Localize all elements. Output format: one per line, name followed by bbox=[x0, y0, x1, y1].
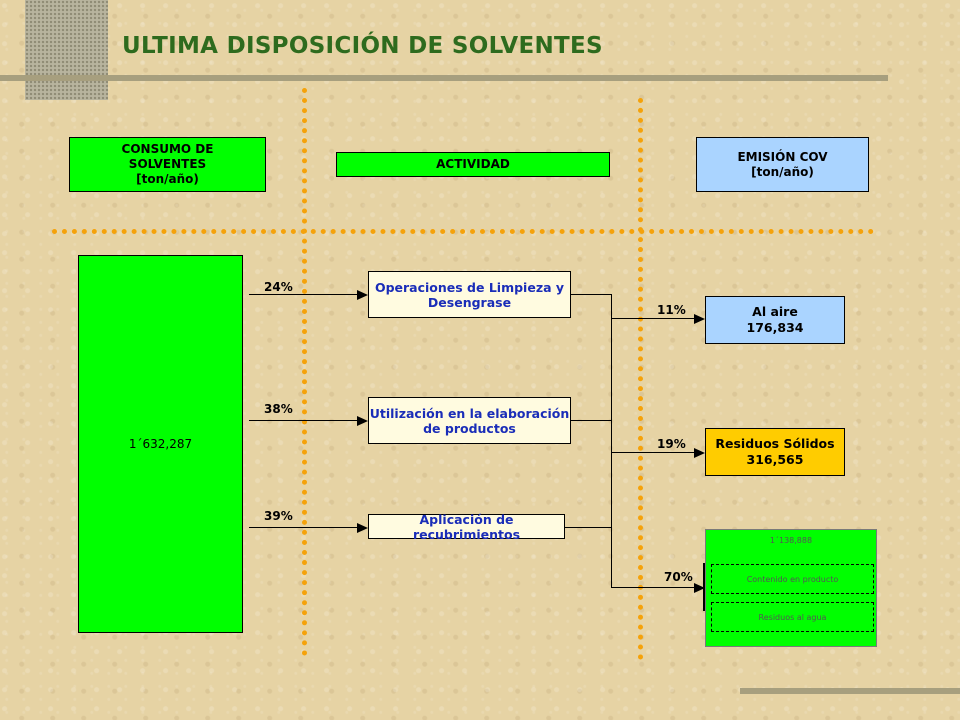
header-consumo-box: CONSUMO DE SOLVENTES [ton/año) bbox=[69, 137, 266, 192]
water-waste-label: Residuos al agua bbox=[758, 612, 827, 622]
emission-2-percent: 19% bbox=[657, 437, 686, 451]
header-emision-line2: [ton/año) bbox=[751, 164, 814, 179]
header-actividad-label: ACTIVIDAD bbox=[436, 157, 510, 171]
activity-1-label-line2: Desengrase bbox=[427, 294, 512, 310]
emission-3-arrow-line bbox=[611, 587, 695, 588]
emission-air-label: Al aire bbox=[752, 304, 798, 319]
collector-line-1 bbox=[571, 294, 612, 295]
header-consumo-line3: [ton/año) bbox=[136, 172, 199, 186]
emission-air-box: Al aire 176,834 bbox=[705, 296, 845, 344]
emission-solid-waste-box: Residuos Sólidos 316,565 bbox=[705, 428, 845, 476]
emission-1-arrowhead bbox=[694, 314, 705, 324]
activity-1-arrow-line bbox=[249, 294, 358, 295]
header-emision-box: EMISIÓN COV [ton/año) bbox=[696, 137, 869, 192]
column-separator-right bbox=[638, 98, 643, 660]
emission-product-water-box: 1´138,888 Contenido en producto Residuos… bbox=[705, 529, 877, 647]
emission-solid-waste-label: Residuos Sólidos bbox=[715, 436, 835, 451]
page-title: ULTIMA DISPOSICIÓN DE SOLVENTES bbox=[122, 33, 603, 59]
emission-3-percent: 70% bbox=[664, 570, 693, 584]
header-consumo-line2: SOLVENTES bbox=[128, 157, 207, 171]
activity-2-arrowhead bbox=[357, 416, 368, 426]
emission-1-arrow-line bbox=[611, 318, 695, 319]
activity-1-arrowhead bbox=[357, 290, 368, 300]
header-consumo-line1: CONSUMO DE bbox=[121, 142, 214, 156]
header-actividad-box: ACTIVIDAD bbox=[336, 152, 610, 177]
activity-1-percent: 24% bbox=[264, 280, 293, 294]
emission-3-bracket bbox=[703, 563, 705, 611]
total-consumption-box: 1´632,287 bbox=[78, 255, 243, 633]
header-emision-line1: EMISIÓN COV bbox=[737, 149, 828, 164]
activity-2-label-line2: de productos bbox=[423, 420, 516, 436]
activity-3-arrowhead bbox=[357, 523, 368, 533]
total-consumption-value: 1´632,287 bbox=[128, 437, 193, 451]
emission-product-water-value: 1´138,888 bbox=[769, 536, 813, 545]
activity-2-box: Utilización en la elaboración de product… bbox=[368, 397, 571, 444]
collector-vertical-line bbox=[611, 294, 612, 588]
header-separator bbox=[52, 229, 874, 234]
column-separator-left bbox=[302, 88, 307, 656]
activity-3-label: Aplicación de recubrimientos bbox=[412, 511, 521, 542]
activity-3-box: Aplicación de recubrimientos bbox=[368, 511, 565, 542]
emission-3-arrowhead bbox=[694, 583, 705, 593]
emission-1-percent: 11% bbox=[657, 303, 686, 317]
activity-2-label-line1: Utilización en la elaboración bbox=[369, 405, 570, 421]
emission-air-value: 176,834 bbox=[746, 320, 804, 335]
emission-2-arrow-line bbox=[611, 452, 695, 453]
activity-1-box: Operaciones de Limpieza y Desengrase bbox=[368, 271, 571, 318]
contained-in-product-box: Contenido en producto bbox=[711, 564, 874, 594]
activity-3-arrow-line bbox=[249, 527, 358, 528]
activity-2-arrow-line bbox=[249, 420, 358, 421]
activity-1-label-line1: Operaciones de Limpieza y bbox=[374, 279, 565, 295]
contained-in-product-label: Contenido en producto bbox=[746, 574, 839, 584]
activity-2-percent: 38% bbox=[264, 402, 293, 416]
bottom-accent-bar bbox=[740, 688, 960, 694]
emission-2-arrowhead bbox=[694, 448, 705, 458]
title-underline-bar bbox=[0, 75, 888, 81]
collector-line-3 bbox=[565, 527, 612, 528]
decorative-square bbox=[25, 0, 108, 100]
emission-solid-waste-value: 316,565 bbox=[746, 452, 804, 467]
activity-3-percent: 39% bbox=[264, 509, 293, 523]
water-waste-box: Residuos al agua bbox=[711, 602, 874, 632]
collector-line-2 bbox=[571, 420, 612, 421]
